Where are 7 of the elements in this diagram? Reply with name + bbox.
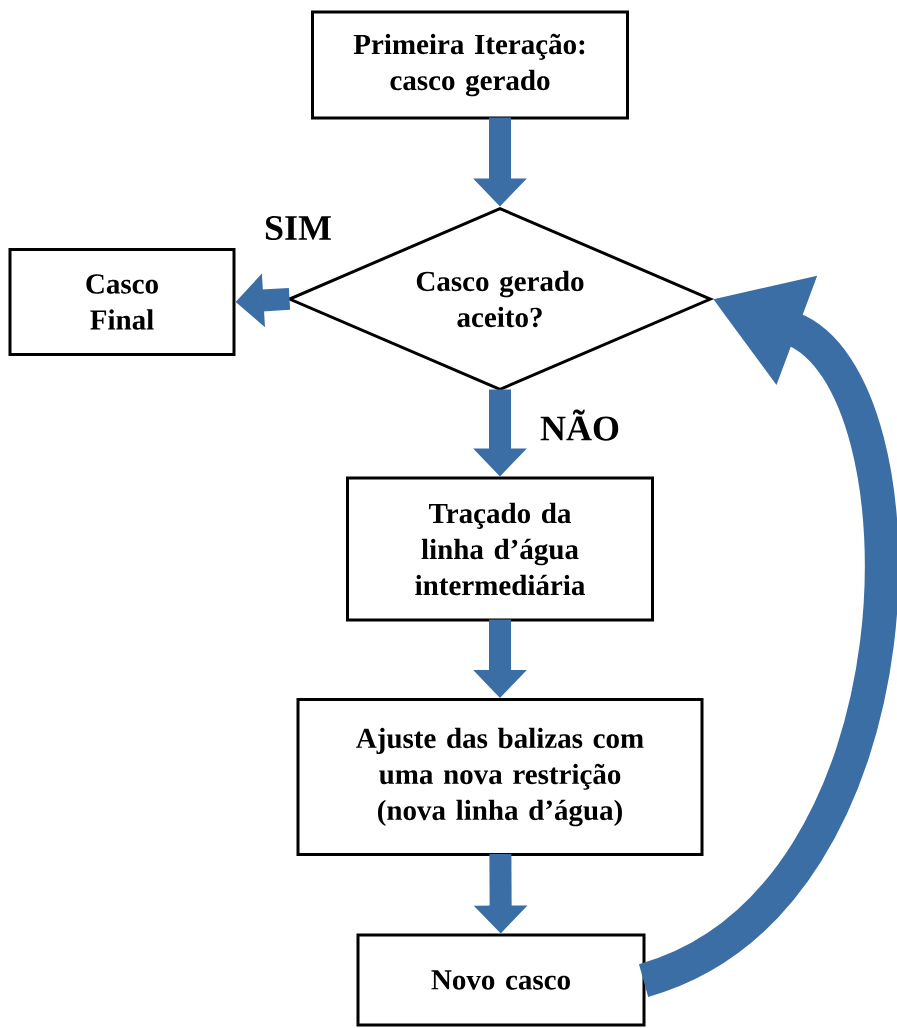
- process-box: Casco Final: [8, 248, 236, 356]
- process-box: Traçado da linha d’água intermediária: [346, 476, 654, 622]
- edge-label: NÃO: [539, 408, 621, 442]
- process-box: Novo casco: [356, 933, 646, 1027]
- process-box: Ajuste das balizas com uma nova restrição (nova linha d’água): [296, 698, 704, 856]
- process-box: Primeira Iteração: casco gerado: [311, 10, 629, 120]
- edge-label: SIM: [263, 214, 333, 242]
